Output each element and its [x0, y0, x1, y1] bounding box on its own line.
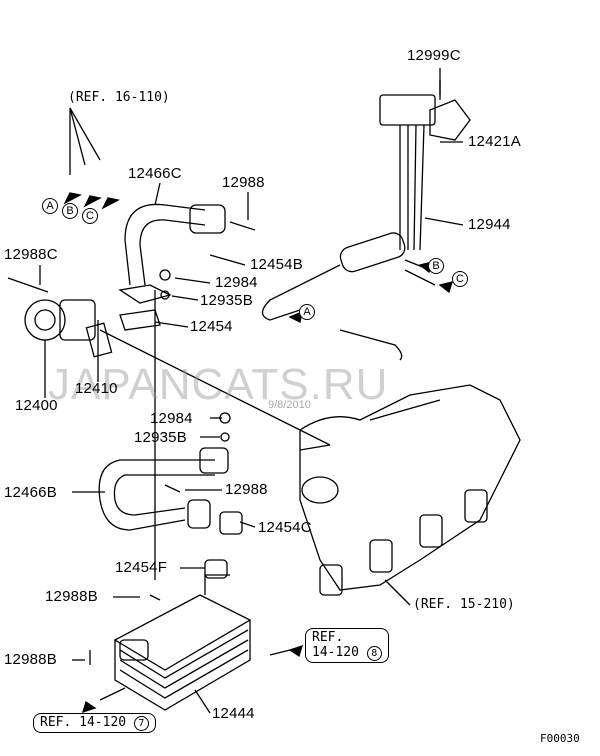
egr-cooler: [89, 574, 252, 711]
connector-c-right: C: [452, 271, 468, 287]
connector-a-right: A: [299, 304, 315, 320]
part-label-12454[interactable]: 12454: [190, 318, 233, 335]
watermark: JAPANCATS.RU: [48, 360, 389, 409]
connector-b-left: B: [62, 203, 78, 219]
part-label-12466B[interactable]: 12466B: [4, 484, 57, 501]
ref-circle-number: 8: [366, 646, 382, 661]
part-label-12444[interactable]: 12444: [212, 705, 255, 722]
part-label-12988B[interactable]: 12988B: [45, 588, 98, 605]
connector-c-left: C: [82, 208, 98, 224]
ref-circle-number: 7: [133, 716, 149, 731]
part-label-12454F[interactable]: 12454F: [115, 559, 168, 576]
part-label-12988-mid[interactable]: 12988: [225, 481, 268, 498]
part-label-12984-mid[interactable]: 12984: [150, 410, 193, 427]
ref-label: REF.: [312, 630, 344, 645]
leader-lines: [39, 68, 464, 714]
ref-14-120-7[interactable]: REF. 14-120 7: [33, 713, 156, 733]
part-label-12999C[interactable]: 12999C: [407, 47, 461, 64]
part-label-12988[interactable]: 12988: [222, 174, 265, 191]
part-label-12410[interactable]: 12410: [75, 380, 118, 397]
intake-manifold: [299, 384, 521, 596]
egr-valve: [7, 277, 113, 358]
part-label-12466C[interactable]: 12466C: [128, 165, 182, 182]
pipe-12466B: [98, 412, 243, 579]
figure-code: F00030: [540, 732, 580, 745]
solenoid-assembly: [261, 80, 471, 361]
ref-15-210[interactable]: (REF. 15-210): [413, 597, 515, 612]
part-label-12935B[interactable]: 12935B: [200, 292, 253, 309]
ref-14-120-8[interactable]: REF. 14-120 8: [305, 628, 389, 663]
date-stamp: 9/8/2010: [268, 399, 311, 411]
part-label-12984[interactable]: 12984: [215, 274, 258, 291]
ref-number: REF. 14-120: [40, 715, 127, 730]
part-label-12421A[interactable]: 12421A: [468, 133, 521, 150]
part-label-12944[interactable]: 12944: [468, 216, 511, 233]
part-label-12454C[interactable]: 12454C: [258, 519, 312, 536]
ref-number: 14-120: [312, 645, 359, 660]
part-label-12454B[interactable]: 12454B: [250, 256, 303, 273]
connector-b-right: B: [428, 258, 444, 274]
part-label-12988B-bottom[interactable]: 12988B: [4, 651, 57, 668]
ref-16-110[interactable]: (REF. 16-110): [68, 90, 170, 105]
pipe-12466C: [118, 203, 256, 331]
part-label-12935B-mid[interactable]: 12935B: [134, 429, 187, 446]
connector-a-left: A: [42, 198, 58, 214]
part-label-12400[interactable]: 12400: [15, 397, 58, 414]
part-label-12988C[interactable]: 12988C: [4, 246, 58, 263]
